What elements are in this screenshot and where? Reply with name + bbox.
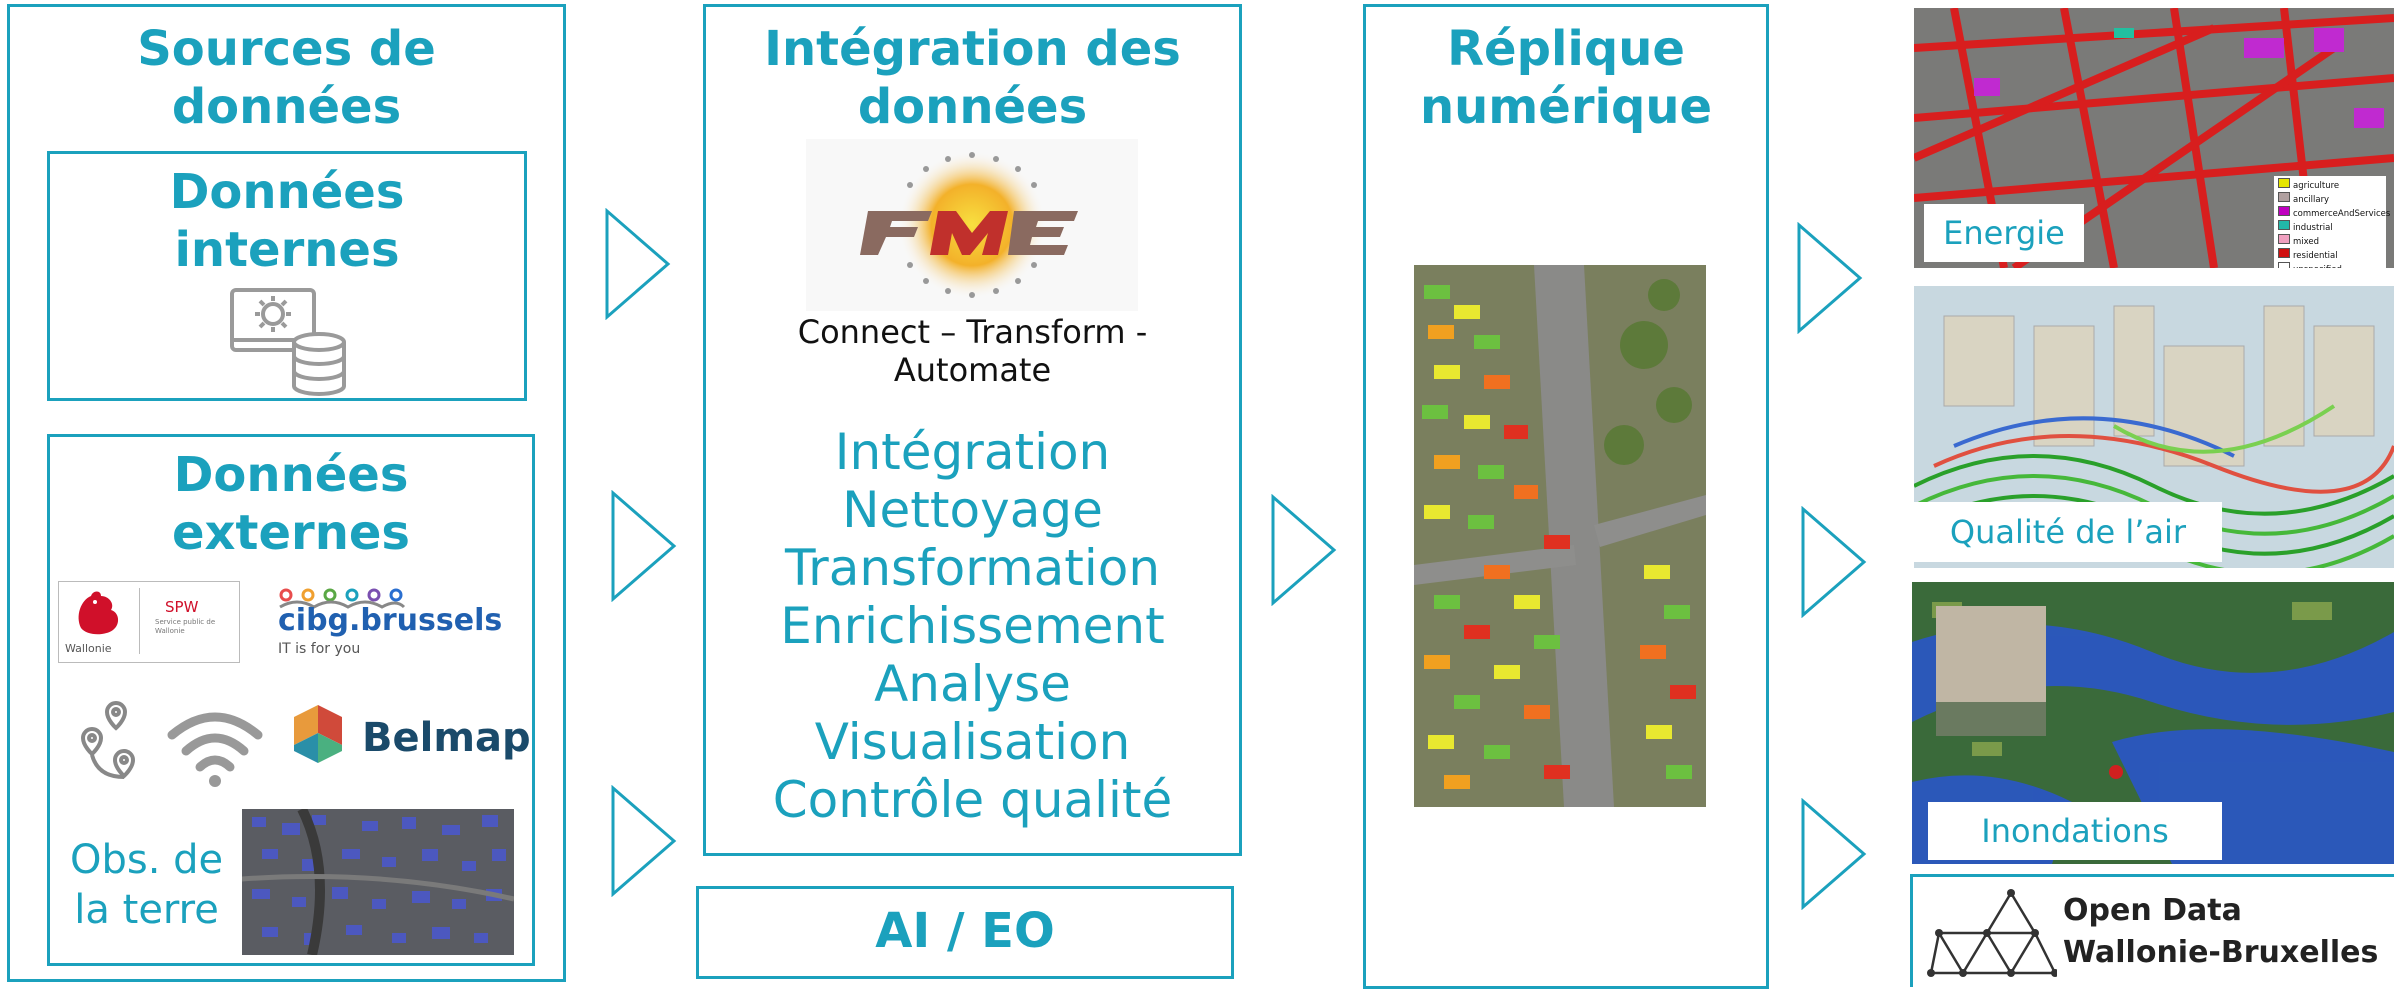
step-item: Transformation xyxy=(784,539,1161,597)
belmap-label: Belmap xyxy=(362,715,531,761)
earth-observation-label: Obs. de la terre xyxy=(70,837,224,933)
legend-item: agriculture xyxy=(2278,178,2382,192)
fme-tagline: Connect – Transform - Automate xyxy=(797,313,1148,389)
arrow-icon xyxy=(611,785,677,897)
arrow-icon xyxy=(1801,506,1867,618)
flood-panel: Inondations xyxy=(1912,582,2394,864)
step-item: Contrôle qualité xyxy=(772,771,1173,829)
legend-item: unspecified xyxy=(2278,262,2382,268)
sources-panel: Sources de données Données internes Donn… xyxy=(7,4,566,982)
earth-observation-image xyxy=(242,809,514,955)
external-data-box: Données externes Wallonie SPW Service pu… xyxy=(47,434,535,966)
arrow-icon xyxy=(1801,798,1867,910)
wifi-icon xyxy=(167,712,263,787)
belmap-hex-icon xyxy=(294,705,342,763)
people-chain-icon xyxy=(279,588,406,609)
legend-item: ancillary xyxy=(2278,192,2382,206)
spw-logo: Wallonie SPW Service public de Wallonie xyxy=(58,581,240,663)
step-item: Nettoyage xyxy=(842,481,1103,539)
database-gear-icon xyxy=(230,288,346,396)
legend-item: commerceAndServices xyxy=(2278,206,2390,220)
air-quality-panel: Qualité de l’air xyxy=(1914,286,2394,568)
arrow-icon xyxy=(1271,494,1337,606)
cibg-tagline: IT is for you xyxy=(278,641,361,657)
rooster-icon xyxy=(78,591,119,635)
fme-logo-mark xyxy=(860,151,1078,299)
air-quality-caption: Qualité de l’air xyxy=(1914,502,2222,562)
arrow-icon xyxy=(611,490,677,602)
energy-legend: agriculture ancillary commerceAndService… xyxy=(2274,176,2390,268)
integration-title: Intégration des données xyxy=(764,21,1181,135)
digital-twin-panel: Réplique numérique xyxy=(1363,4,1769,989)
integration-panel: Intégration des données Connect – T xyxy=(703,4,1242,856)
integration-steps: Intégration Nettoyage Transformation Enr… xyxy=(706,423,1239,829)
legend-item: industrial xyxy=(2278,220,2382,234)
cibg-logo: cibg.brussels IT is for you xyxy=(278,587,518,657)
open-data-network-icon xyxy=(1927,889,2057,977)
arrow-icon xyxy=(1797,222,1863,334)
legend-item: residential xyxy=(2278,248,2382,262)
ai-eo-label: AI / EO xyxy=(875,903,1055,959)
digital-twin-map-image xyxy=(1414,265,1706,807)
fme-logo xyxy=(806,139,1138,311)
external-data-title: Données externes xyxy=(172,447,410,561)
internal-data-box: Données internes xyxy=(47,151,527,401)
flood-caption: Inondations xyxy=(1928,802,2222,860)
spw-subtitle: Service public de Wallonie xyxy=(155,618,216,635)
energy-panel: Energie agriculture ancillary commerceAn… xyxy=(1914,8,2394,268)
ai-eo-box: AI / EO xyxy=(696,886,1234,979)
energy-caption: Energie xyxy=(1924,204,2084,262)
step-item: Analyse xyxy=(874,655,1071,713)
belmap-logo: Belmap xyxy=(290,701,531,771)
spw-label: SPW xyxy=(165,598,199,616)
step-item: Visualisation xyxy=(814,713,1131,771)
legend-item: mixed xyxy=(2278,234,2382,248)
open-data-title: Open Data xyxy=(2063,893,2242,928)
wallonie-label: Wallonie xyxy=(65,642,112,655)
arrow-icon xyxy=(605,208,671,320)
open-data-box: Open Data Wallonie-Bruxelles xyxy=(1910,874,2394,987)
step-item: Intégration xyxy=(834,423,1111,481)
cibg-label: cibg.brussels xyxy=(278,603,503,638)
location-pins-icon xyxy=(80,700,136,779)
open-data-subtitle: Wallonie-Bruxelles xyxy=(2063,935,2379,970)
step-item: Enrichissement xyxy=(780,597,1165,655)
sources-title: Sources de données xyxy=(137,21,436,135)
internal-data-title: Données internes xyxy=(169,164,405,278)
digital-twin-title: Réplique numérique xyxy=(1419,21,1713,135)
